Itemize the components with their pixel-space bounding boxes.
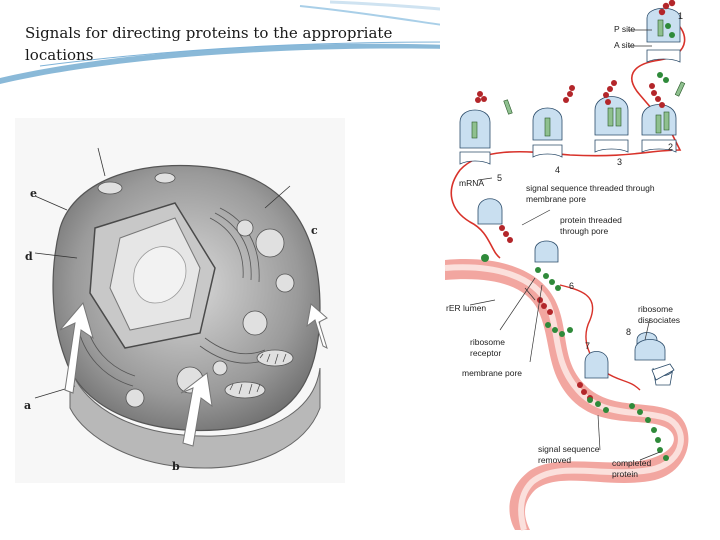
step-number-3: 3 — [617, 157, 622, 167]
step-number-1: 1 — [678, 11, 683, 21]
step-number-2: 2 — [668, 142, 673, 152]
label-signal-removed-2: removed — [538, 455, 571, 465]
label-protein-threaded-2: through pore — [560, 226, 608, 236]
step-number-4: 4 — [555, 165, 560, 175]
cell-illustration — [15, 118, 345, 483]
label-completed-2: protein — [612, 469, 638, 479]
step-number-5: 5 — [497, 173, 502, 183]
step-number-7: 7 — [585, 341, 590, 351]
label-a-site: A site — [614, 40, 635, 50]
label-ribosome-receptor-2: receptor — [470, 348, 501, 358]
slide-title: Signals for directing proteins to the ap… — [25, 22, 415, 66]
translocation-diagram — [440, 0, 705, 535]
cell-label-e: e — [30, 187, 37, 200]
step-number-6: 6 — [569, 281, 574, 291]
label-p-site: P site — [614, 24, 635, 34]
label-membrane-pore: membrane pore — [462, 368, 522, 378]
dissociated-ribosome — [630, 330, 680, 385]
label-ribosome-dissociates-2: dissociates — [638, 315, 680, 325]
cell-label-c: c — [311, 224, 318, 237]
label-rer-lumen: rER lumen — [446, 303, 486, 313]
label-signal-threaded-2: membrane pore — [526, 194, 586, 204]
cell-label-b: b — [172, 460, 180, 473]
label-signal-threaded-1: signal sequence threaded through — [526, 183, 655, 193]
label-signal-removed-1: signal sequence — [538, 444, 599, 454]
cell-label-a: a — [24, 399, 31, 412]
cell-label-d: d — [25, 250, 33, 263]
label-protein-threaded-1: protein threaded — [560, 215, 622, 225]
label-mrna: mRNA — [459, 178, 484, 188]
label-completed-1: completed — [612, 458, 651, 468]
label-ribosome-dissociates-1: ribosome — [638, 304, 673, 314]
label-ribosome-receptor-1: ribosome — [470, 337, 505, 347]
